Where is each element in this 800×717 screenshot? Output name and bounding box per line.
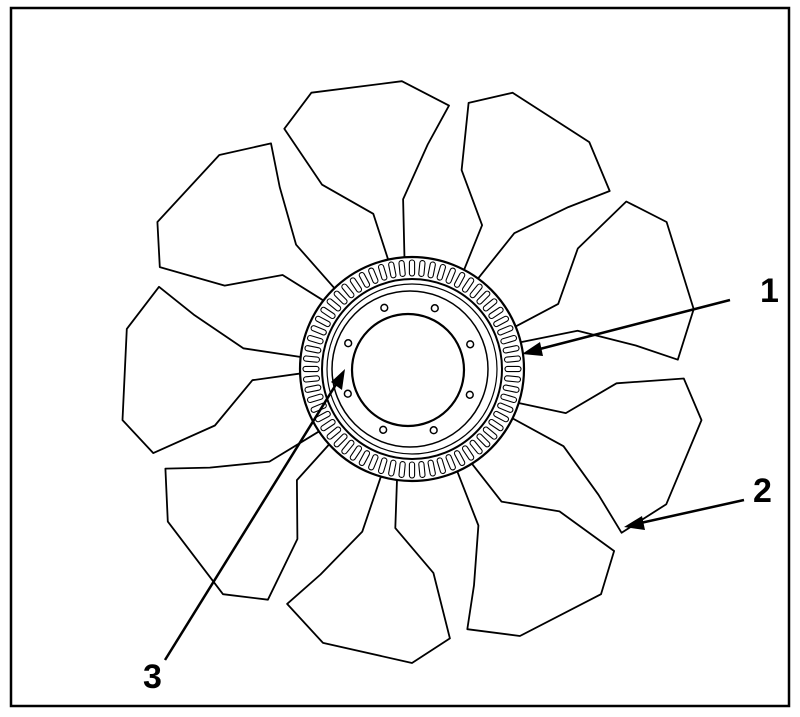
hub-rib	[349, 445, 363, 461]
hub-rib	[445, 267, 456, 284]
hub-rib	[476, 290, 491, 305]
hub-rib	[453, 271, 466, 288]
fan-blade	[454, 458, 615, 637]
hub-rib	[388, 261, 397, 279]
hub-rib	[469, 439, 483, 455]
fan-blade	[460, 91, 611, 285]
hub-rib	[476, 433, 491, 448]
fan-blade	[286, 470, 451, 664]
bolt-hole	[380, 303, 389, 312]
hub-rib	[320, 418, 336, 432]
fan-blades	[121, 80, 703, 664]
hub-rib	[493, 315, 510, 328]
hub-rib	[408, 259, 416, 277]
hub-rib	[320, 306, 336, 320]
hub-rib	[302, 365, 320, 373]
arrowhead-1	[522, 342, 543, 356]
hub-flange	[331, 290, 489, 448]
bolt-hole	[343, 389, 352, 398]
bolt-hole	[466, 340, 475, 349]
hub-rib	[469, 283, 483, 299]
hub-rib	[358, 450, 371, 467]
hub-rib	[497, 325, 514, 336]
hub-rib	[436, 263, 447, 281]
hub-rib	[341, 283, 355, 299]
hub-ribs	[302, 259, 522, 479]
hub-center-bore	[350, 312, 466, 428]
hub-rib	[377, 457, 388, 475]
hub-rib	[310, 325, 327, 336]
hub-rib	[306, 393, 324, 404]
hub-rib	[488, 306, 504, 320]
hub-rib	[418, 259, 426, 278]
hub-rib	[503, 375, 522, 383]
hub-rib	[306, 334, 324, 345]
hub-rib	[377, 263, 388, 281]
hub-rib	[408, 461, 416, 479]
hub-rib	[500, 334, 518, 345]
hub-rib	[304, 345, 322, 354]
hub-rib	[482, 298, 498, 312]
hub-rib	[349, 277, 363, 293]
bolt-hole	[429, 426, 438, 435]
fan-blade	[506, 377, 703, 534]
fan-blade	[121, 285, 308, 454]
hub-rib	[314, 410, 331, 423]
bolt-hole	[379, 425, 388, 434]
hub-rib	[503, 355, 522, 363]
hub-rib	[314, 315, 331, 328]
hub-inner-ring	[326, 283, 498, 455]
hub-rib	[436, 457, 447, 475]
bolt-hole	[430, 304, 439, 313]
hub-rib	[461, 277, 475, 293]
hub-rib	[453, 450, 466, 467]
hub-rib	[302, 355, 321, 363]
hub-rib	[302, 375, 321, 383]
hub-rib	[341, 439, 355, 455]
hub-rib	[488, 418, 504, 432]
hub-rib	[333, 290, 348, 305]
hub-rib	[326, 298, 342, 312]
callout-label-2: 2	[753, 472, 772, 510]
leader-line-3	[163, 377, 342, 661]
hub-rib	[333, 433, 348, 448]
hub-rib	[502, 384, 520, 393]
fan-blade	[156, 142, 340, 305]
hub-rib	[504, 365, 522, 373]
arrowhead-3	[331, 369, 345, 390]
hub-rib	[304, 384, 322, 393]
hub-rib	[461, 445, 475, 461]
hub-rib	[482, 426, 498, 440]
fan-hub	[298, 255, 526, 483]
hub-rib	[358, 271, 371, 288]
callout-label-1: 1	[760, 272, 779, 310]
hub-rib	[368, 454, 379, 471]
bolt-hole	[344, 339, 353, 348]
arrowhead-2	[624, 516, 645, 530]
hub-rib	[497, 402, 514, 413]
hub-rib	[368, 267, 379, 284]
hub-bolt-holes	[343, 303, 475, 435]
fan-blade	[283, 80, 450, 267]
hub-rib	[445, 454, 456, 471]
hub-rib	[427, 261, 436, 279]
hub-rib	[398, 460, 406, 479]
hub-rib	[398, 259, 406, 278]
hub-rib	[493, 410, 510, 423]
leader-line-2	[635, 498, 745, 526]
hub-rib	[427, 459, 436, 477]
callout-arrows	[163, 298, 745, 661]
leader-line-1	[531, 298, 731, 353]
fan-blade	[164, 427, 335, 601]
hub-rib	[502, 345, 520, 354]
hub-rib	[418, 460, 426, 479]
hub-rib	[326, 426, 342, 440]
bolt-hole	[465, 390, 474, 399]
callout-label-3: 3	[143, 658, 162, 696]
hub-rib	[500, 393, 518, 404]
hub-rib	[388, 459, 397, 477]
